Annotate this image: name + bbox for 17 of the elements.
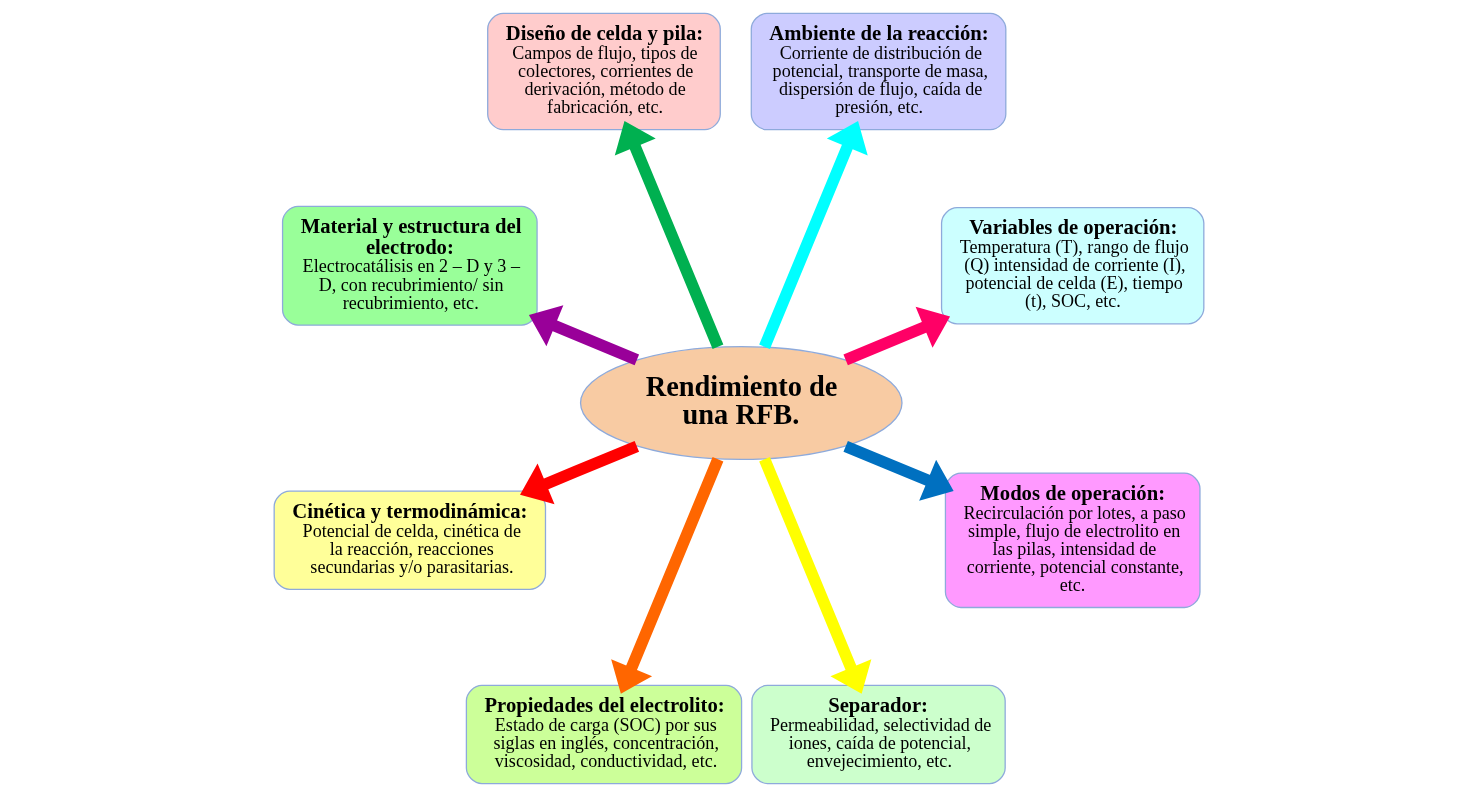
node-box: Cinética y termodinámica: Potencial de celda, cinética de la reacción, reacciones secundarias y/o parasitarias.	[273, 490, 546, 591]
node-box: Material y estructura del electrodo: Electrocatálisis en 2 – D y 3 – D, con recubrimiento/ sin recubrimiento, etc.	[281, 205, 538, 326]
node-box: Ambiente de la reacción: Corriente de distribución de potencial, transporte de masa, dispersión de flujo, caída de presión, etc.	[750, 12, 1006, 131]
node-ellipse: Rendimiento de una RFB.	[579, 345, 903, 461]
arrow	[519, 440, 639, 505]
arrow	[842, 306, 950, 366]
arrow	[614, 121, 723, 349]
node-box: Separador: Permeabilidad, selectividad de iones, caída de potencial, envejecimiento, etc.	[750, 684, 1006, 785]
node-box: Diseño de celda y pila: Campos de flujo, tipos de colectores, corrientes de derivación, método de fabricación, etc.	[486, 12, 721, 131]
node-box: Propiedades del electrolito: Estado de carga (SOC) por sus siglas en inglés, concentración, viscosidad, conductividad, etc.	[465, 684, 742, 785]
arrow	[842, 440, 954, 501]
arrow	[610, 457, 723, 694]
arrow	[758, 457, 871, 694]
node-box: Variables de operación: Temperatura (T), rango de flujo (Q) intensidad de corriente (I), potencial de celda (E), tiempo (t), SOC, etc.	[940, 206, 1204, 325]
arrow	[528, 305, 639, 366]
arrow	[758, 121, 868, 350]
node-box: Modos de operación: Recirculación por lotes, a paso simple, flujo de electrolito en las pilas, intensidad de corriente, potencial constante, etc.	[944, 472, 1201, 609]
